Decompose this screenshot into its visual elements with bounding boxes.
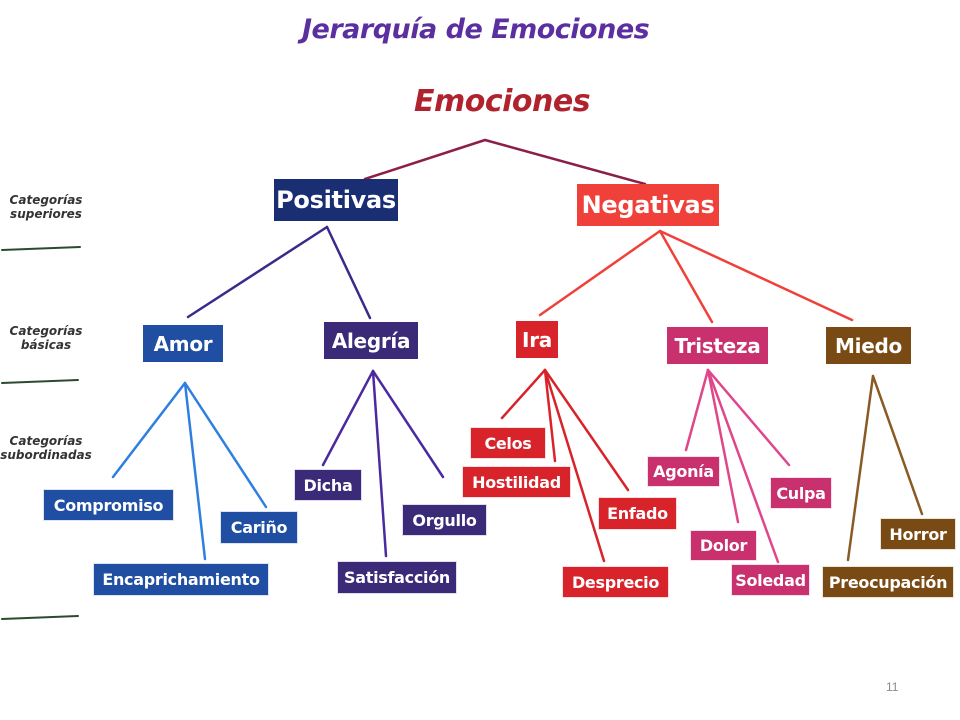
connector-separator-subordinadas — [1, 615, 79, 620]
node-agonia: Agonía — [647, 456, 720, 487]
node-celos: Celos — [470, 427, 546, 459]
level-label-superiores: Categorías superiores — [9, 193, 83, 221]
connector-tristeza-to-soledad — [706, 368, 780, 564]
node-compromiso: Compromiso — [43, 489, 174, 521]
node-negativas: Negativas — [577, 184, 719, 226]
connector-alegria-to-dicha — [321, 369, 375, 467]
connector-negativas-to-ira — [538, 229, 662, 317]
node-ira: Ira — [516, 321, 558, 358]
node-encaprichamiento: Encaprichamiento — [93, 563, 269, 596]
connector-root-to-positivas — [363, 138, 487, 181]
connector-amor-to-carino — [183, 381, 268, 509]
connector-tristeza-to-agonia — [684, 368, 710, 452]
connector-alegria-to-orgullo — [371, 369, 445, 479]
connector-ira-to-desprecio — [543, 368, 606, 563]
node-soledad: Soledad — [731, 564, 810, 596]
connector-tristeza-to-culpa — [706, 368, 791, 467]
connector-separator-basicas — [1, 379, 79, 384]
connector-ira-to-hostilidad — [543, 368, 557, 463]
node-amor: Amor — [143, 325, 223, 362]
connector-tristeza-to-dolor — [706, 368, 740, 524]
connector-amor-to-encaprichamiento — [183, 381, 207, 561]
node-desprecio: Desprecio — [562, 566, 669, 598]
node-alegria: Alegría — [324, 322, 418, 359]
node-culpa: Culpa — [770, 477, 832, 509]
node-tristeza: Tristeza — [667, 327, 768, 364]
level-label-basicas: Categorías básicas — [9, 324, 83, 352]
connector-alegria-to-satisfaccion — [371, 369, 388, 558]
connector-separator-superiores — [1, 246, 81, 251]
node-orgullo: Orgullo — [402, 504, 487, 536]
connector-ira-to-enfado — [543, 368, 630, 492]
node-positivas: Positivas — [274, 179, 398, 221]
connector-root-to-negativas — [483, 138, 647, 186]
root-node-emociones: Emociones — [414, 84, 591, 119]
node-horror: Horror — [880, 518, 956, 550]
connector-amor-to-compromiso — [111, 381, 187, 479]
node-dolor: Dolor — [690, 530, 757, 561]
connector-miedo-to-horror — [871, 374, 924, 516]
slide-title: Jerarquía de Emociones — [302, 14, 650, 45]
node-enfado: Enfado — [598, 497, 677, 530]
node-carino: Cariño — [220, 511, 298, 544]
connector-negativas-to-tristeza — [658, 229, 714, 324]
node-preocupacion: Preocupación — [822, 566, 954, 598]
connector-ira-to-celos — [500, 368, 547, 420]
page-number: 11 — [886, 680, 899, 694]
node-dicha: Dicha — [294, 469, 362, 501]
level-label-subordinadas: Categorías subordinadas — [0, 434, 92, 462]
connector-miedo-to-preocupacion — [846, 374, 875, 562]
connector-positivas-to-alegria — [325, 225, 372, 320]
connector-negativas-to-miedo — [658, 229, 854, 322]
node-hostilidad: Hostilidad — [462, 466, 571, 498]
node-miedo: Miedo — [826, 327, 911, 364]
node-satisfaccion: Satisfacción — [337, 561, 457, 594]
connector-positivas-to-amor — [186, 225, 329, 319]
